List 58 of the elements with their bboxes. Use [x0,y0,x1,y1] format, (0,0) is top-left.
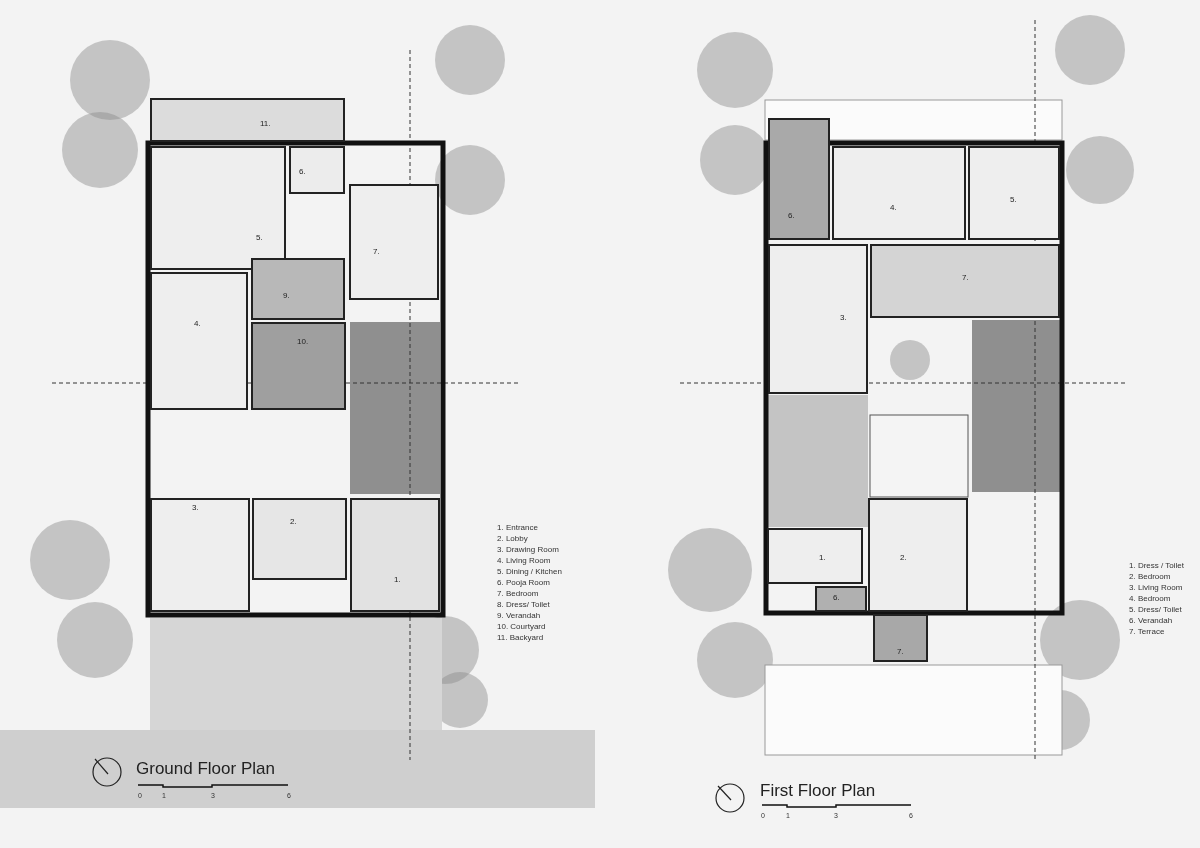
legend-item: 7. Terrace [1129,627,1165,637]
room-number: 4. [194,318,201,330]
room [150,98,345,142]
room-number: 5. [1010,194,1017,206]
room [252,498,347,580]
room-number: 4. [890,202,897,214]
room [832,146,966,240]
room-number: 6. [788,210,795,222]
room-number: 9. [283,290,290,302]
room [350,498,440,612]
room [870,244,1060,318]
plan-title: First Floor Plan [760,780,876,802]
room [815,586,867,612]
room [873,614,928,662]
room-number: 2. [290,516,297,528]
legend-item: 6. Pooja Room [497,578,550,588]
room [289,146,345,194]
room [768,244,868,394]
room [868,498,968,612]
room-number: 2. [900,552,907,564]
legend-item: 4. Bedroom [1129,594,1171,604]
legend-item: 2. Bedroom [1129,572,1171,582]
room [768,118,830,240]
legend-item: 8. Dress/ Toilet [497,600,550,610]
room [251,322,346,410]
room-number: 3. [840,312,847,324]
legend-item: 2. Lobby [497,534,528,544]
legend-item: 6. Verandah [1129,616,1173,626]
room [150,272,248,410]
room-number: 7. [962,272,969,284]
legend-item: 10. Courtyard [497,622,546,632]
legend-item: 9. Verandah [497,611,541,621]
legend-item: 11. Backyard [497,633,544,643]
legend-item: 7. Bedroom [497,589,539,599]
room [251,258,345,320]
room-number: 5. [256,232,263,244]
room-number: 3. [192,502,199,514]
room-number: 1. [394,574,401,586]
room-number: 10. [297,336,309,348]
plan-title: Ground Floor Plan [136,758,275,780]
room-number: 6. [833,592,840,604]
room [150,146,286,270]
room-number: 1. [819,552,826,564]
room [968,146,1060,240]
legend-item: 5. Dress/ Toilet [1129,605,1182,615]
legend-item: 1. Dress / Toilet [1129,561,1184,571]
legend-item: 5. Dining / Kitchen [497,567,562,577]
room-number: 7. [373,246,380,258]
room-number: 11. [260,118,271,130]
room-number: 7. [897,646,904,658]
room [349,184,439,300]
room [150,498,250,612]
legend-item: 1. Entrance [497,523,538,533]
room-number: 6. [299,166,306,178]
legend-item: 3. Living Room [1129,583,1183,593]
legend-item: 4. Living Room [497,556,551,566]
room [767,528,863,584]
legend-item: 3. Drawing Room [497,545,559,555]
